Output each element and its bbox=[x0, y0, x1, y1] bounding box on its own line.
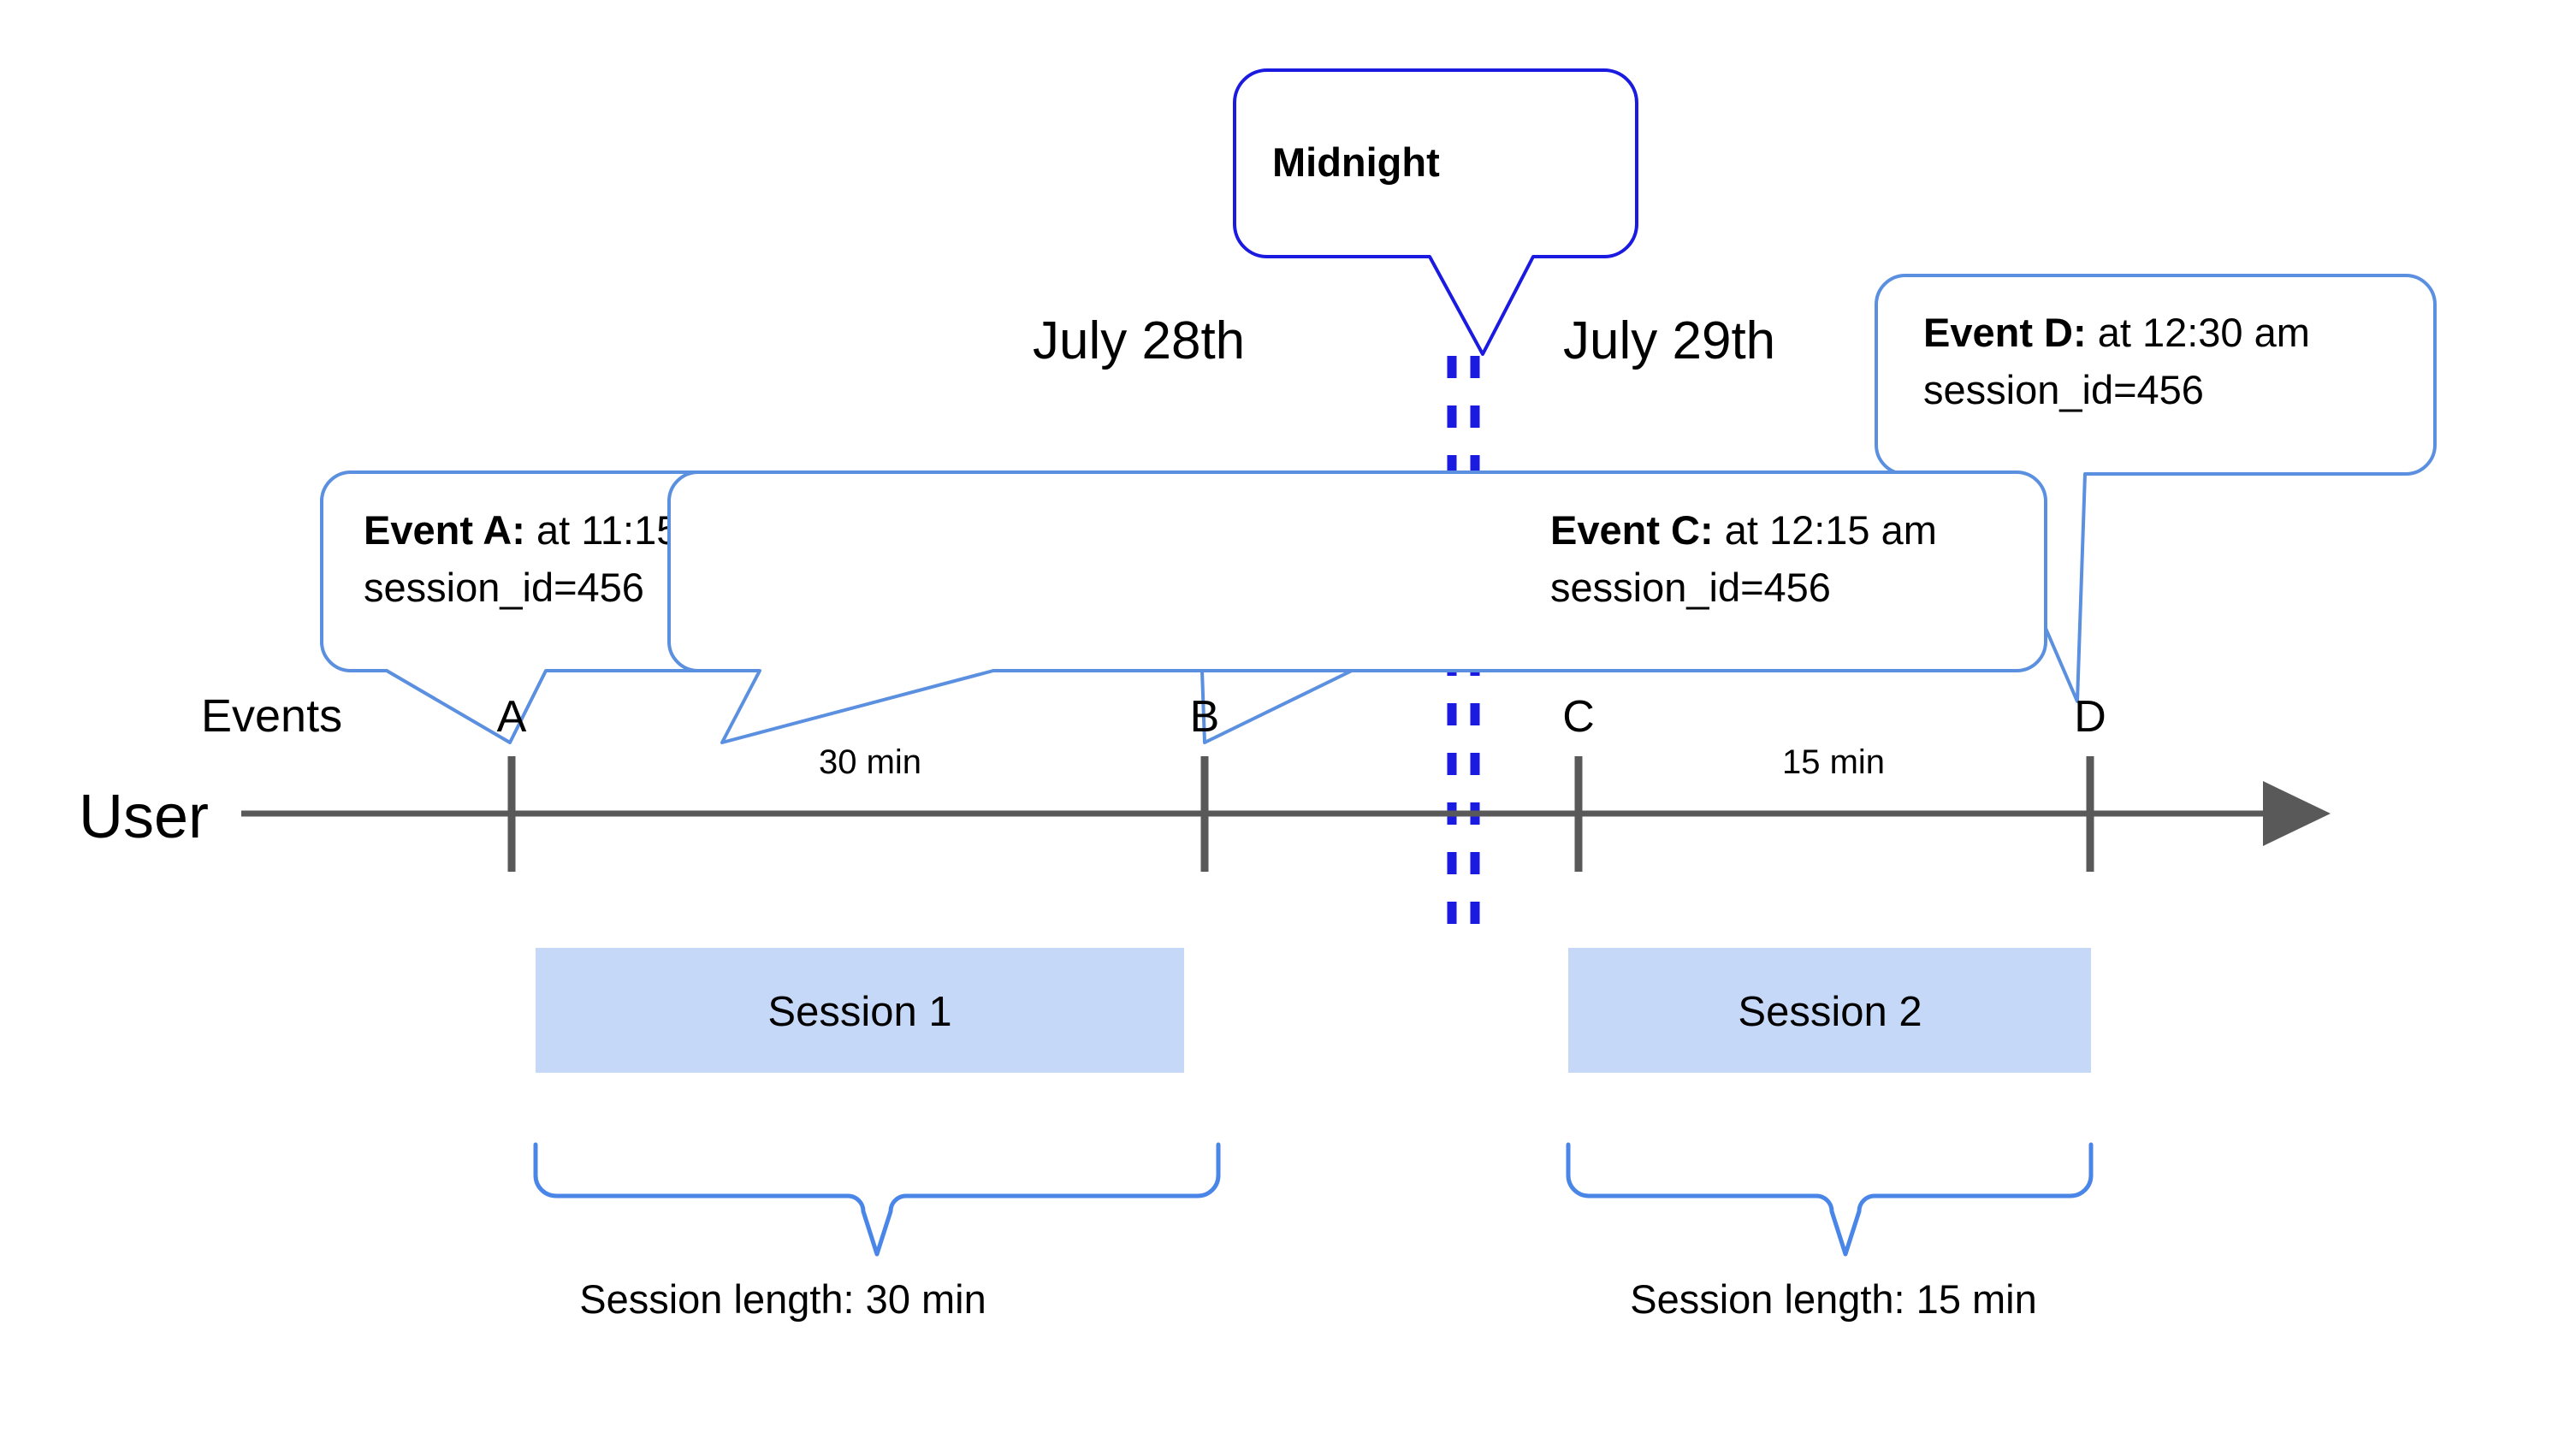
events-row-label: Events bbox=[201, 690, 342, 742]
event-c-rest: at 12:15 am bbox=[1714, 507, 1937, 553]
event-c-line1: Event C: at 12:15 am bbox=[1550, 507, 1937, 553]
session-1-brace bbox=[533, 1142, 1221, 1257]
event-a-line2: session_id=456 bbox=[364, 565, 644, 610]
gap-label-30-min: 30 min bbox=[819, 743, 921, 781]
session-1-group[interactable]: Session 1 bbox=[536, 948, 1184, 1073]
tick-letter-b: B bbox=[1190, 692, 1220, 742]
date-label-july-29: July 29th bbox=[1563, 311, 1775, 370]
tick-letter-c: C bbox=[1562, 692, 1595, 742]
midnight-callout-shape bbox=[1233, 68, 1638, 356]
session-1-bar bbox=[536, 948, 1184, 1073]
gap-label-15-min: 15 min bbox=[1782, 743, 1885, 781]
event-d-callout-shape bbox=[1875, 274, 2437, 703]
session-2-label: Session 2 bbox=[1738, 989, 1922, 1035]
event-d-line1: Event D: at 12:30 am bbox=[1923, 310, 2310, 355]
session-1-brace-group: Session length: 30 min bbox=[533, 1142, 1221, 1322]
midnight-callout[interactable]: Midnight bbox=[1233, 68, 1638, 356]
timeline-axis bbox=[241, 781, 2331, 846]
event-d-line2: session_id=456 bbox=[1923, 367, 2204, 412]
lane-label-user: User bbox=[79, 783, 209, 851]
event-c-line2: session_id=456 bbox=[1550, 565, 1831, 610]
timeline-arrow-icon bbox=[2263, 781, 2331, 846]
midnight-callout-label: Midnight bbox=[1272, 139, 1440, 185]
event-d-rest: at 12:30 am bbox=[2087, 310, 2310, 355]
event-c-callout[interactable]: Event C: at 12:15 am session_id=456 bbox=[667, 471, 2047, 744]
session-2-bar bbox=[1568, 948, 2091, 1073]
session-2-length-label: Session length: 15 min bbox=[1630, 1276, 2037, 1322]
event-a-bold: Event A: bbox=[364, 507, 525, 553]
timeline-ticks bbox=[507, 756, 2094, 872]
event-c-bold: Event C: bbox=[1550, 507, 1714, 553]
session-2-brace bbox=[1566, 1142, 2094, 1257]
session-2-group[interactable]: Session 2 bbox=[1568, 948, 2091, 1073]
date-label-july-28: July 28th bbox=[1033, 311, 1245, 370]
session-2-brace-group: Session length: 15 min bbox=[1566, 1142, 2094, 1322]
session-1-label: Session 1 bbox=[767, 989, 951, 1035]
event-d-callout[interactable]: Event D: at 12:30 am session_id=456 bbox=[1875, 274, 2437, 703]
event-c-callout-shape bbox=[667, 471, 2047, 744]
tick-letter-d: D bbox=[2074, 692, 2106, 742]
event-d-bold: Event D: bbox=[1923, 310, 2087, 355]
tick-letter-a: A bbox=[497, 692, 527, 742]
session-1-length-label: Session length: 30 min bbox=[579, 1276, 986, 1322]
